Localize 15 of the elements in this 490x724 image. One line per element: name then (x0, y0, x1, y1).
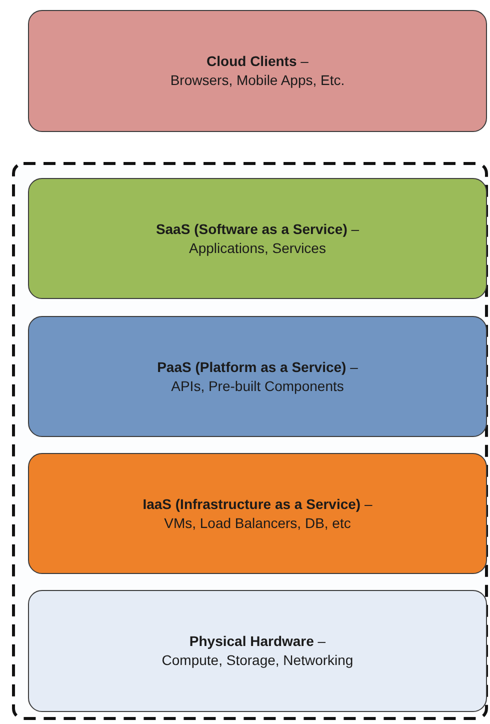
layer-description: Applications, Services (189, 238, 326, 258)
layer-box (28, 316, 487, 437)
layer-description: Browsers, Mobile Apps, Etc. (170, 71, 345, 90)
layer-description: Compute, Storage, Networking (162, 651, 354, 670)
layer-box (28, 453, 487, 574)
layer-title: Cloud Clients – (206, 52, 308, 71)
layer-title: PaaS (Platform as a Service) – (157, 358, 358, 376)
layer-box (28, 178, 487, 299)
layer-title: Physical Hardware – (189, 632, 326, 651)
layer-title: IaaS (Infrastructure as a Service) – (142, 494, 372, 514)
layer-box (28, 10, 487, 132)
layer-title: SaaS (Software as a Service) – (156, 220, 360, 238)
layer-description: VMs, Load Balancers, DB, etc (164, 514, 351, 532)
layer-box (28, 590, 487, 712)
layer-description: APIs, Pre-built Components (171, 376, 344, 396)
